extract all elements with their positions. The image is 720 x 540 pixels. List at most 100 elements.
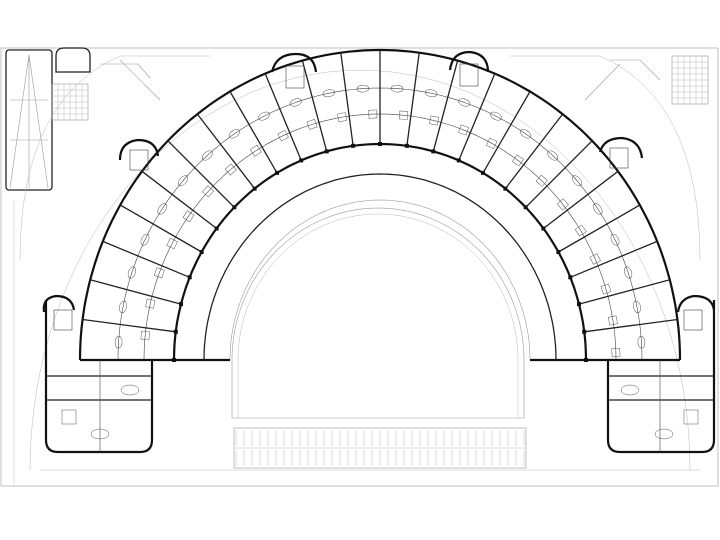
bathroom-block: [202, 185, 215, 198]
landscape-lines: [19, 55, 701, 261]
column: [568, 275, 573, 280]
corridor-wall: [172, 142, 588, 361]
dining-table: [258, 111, 270, 121]
corner-unit-right: [606, 300, 716, 454]
central-courtyard: [231, 207, 525, 419]
column: [299, 158, 304, 163]
party-wall: [119, 204, 202, 253]
column: [275, 170, 279, 175]
column: [556, 250, 561, 254]
dining-table: [610, 233, 620, 246]
dining-table: [637, 335, 646, 349]
party-wall: [504, 113, 564, 189]
bathroom-block: [458, 124, 469, 136]
party-wall: [558, 204, 641, 253]
party-wall: [264, 73, 302, 161]
bathroom-block: [368, 109, 378, 119]
bathroom-block: [140, 330, 150, 340]
bathroom-block: [306, 119, 318, 130]
column: [378, 142, 382, 146]
party-wall: [340, 52, 354, 146]
bathroom-block: [607, 315, 618, 326]
dining-table: [572, 175, 582, 187]
party-wall: [196, 113, 256, 189]
stair-core-left: [118, 138, 160, 171]
party-wall: [102, 240, 190, 278]
party-wall: [90, 279, 182, 305]
dining-table: [547, 150, 559, 161]
dining-table: [424, 89, 438, 98]
bathroom-block: [589, 253, 601, 265]
party-wall: [578, 279, 670, 305]
column: [456, 158, 461, 163]
party-wall: [82, 318, 176, 333]
dining-table: [119, 300, 127, 314]
column: [199, 250, 204, 254]
gallery-inner-wall: [203, 173, 557, 361]
bathroom-block: [166, 237, 178, 250]
dining-table: [390, 84, 404, 93]
party-wall: [525, 140, 593, 208]
party-wall: [458, 73, 496, 161]
parking-strip: [233, 427, 527, 469]
bathroom-block: [512, 154, 524, 167]
bathroom-block: [224, 163, 237, 176]
dining-table: [322, 89, 336, 98]
grid-pavilion-right: [671, 55, 709, 105]
bathroom-block: [153, 267, 165, 279]
landscape-arc: [29, 69, 691, 471]
dining-table: [633, 300, 641, 314]
dining-table: [356, 84, 370, 93]
small-pavilion-left: [51, 47, 91, 121]
bathroom-block: [535, 174, 548, 187]
column: [324, 149, 329, 154]
party-wall: [570, 240, 658, 278]
bathroom-block: [556, 198, 569, 211]
party-wall: [167, 140, 235, 208]
column: [404, 143, 409, 148]
column: [252, 186, 257, 191]
unit-inner-line: [143, 113, 617, 361]
stair-core-lower-left: [42, 294, 76, 331]
stair-core-top-left: [270, 52, 318, 89]
column: [431, 149, 436, 154]
party-wall: [432, 60, 459, 152]
party-wall: [482, 91, 531, 174]
column: [214, 226, 219, 231]
dining-table: [127, 266, 136, 279]
dining-table: [458, 98, 471, 107]
stair-core-lower-right: [676, 294, 716, 331]
dining-table: [519, 129, 532, 139]
column: [577, 302, 581, 307]
stair-core-right: [598, 136, 644, 169]
parking-ramp: [5, 49, 53, 191]
bathroom-block: [429, 115, 440, 126]
column: [582, 329, 587, 334]
column: [232, 205, 237, 210]
corner-unit-left: [44, 300, 154, 454]
party-wall: [543, 170, 619, 230]
dining-table: [624, 266, 633, 279]
dining-table: [289, 98, 302, 107]
site-boundary: [0, 47, 719, 487]
column: [173, 329, 178, 334]
bathroom-block: [249, 144, 262, 157]
party-wall: [406, 52, 420, 146]
party-wall: [229, 91, 278, 174]
bathroom-block: [611, 347, 621, 358]
bathroom-block: [182, 210, 195, 223]
stair-core-top-right: [448, 50, 490, 87]
dining-table: [593, 203, 603, 215]
column: [503, 186, 508, 191]
bathroom-block: [145, 298, 156, 309]
column: [541, 226, 546, 231]
dining-table: [114, 335, 123, 349]
column: [481, 170, 485, 175]
dining-table: [177, 175, 189, 187]
bathroom-block: [337, 112, 348, 123]
column: [523, 205, 528, 210]
dining-table: [490, 111, 502, 121]
party-wall: [141, 170, 217, 230]
bathroom-block: [277, 130, 289, 142]
